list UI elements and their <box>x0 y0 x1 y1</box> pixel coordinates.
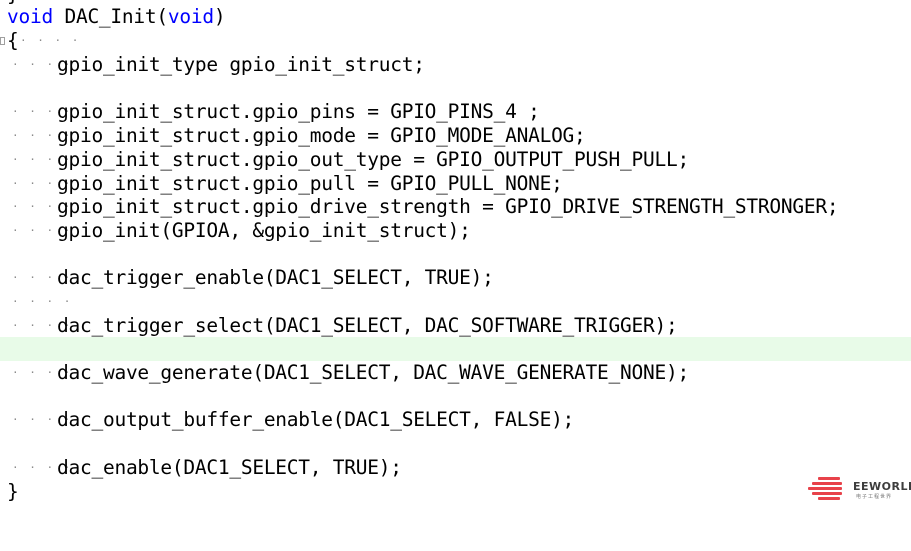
current-line-highlight[interactable] <box>0 337 911 361</box>
whitespace-dots: · · · · <box>12 105 73 118</box>
previous-line-fragment: } <box>7 0 19 6</box>
code-text: dac_trigger_enable(DAC1_SELECT, TRUE); <box>57 266 494 289</box>
code-text: gpio_init_struct.gpio_drive_strength = G… <box>57 195 839 218</box>
code-line[interactable]: · · · · dac_trigger_enable(DAC1_SELECT, … <box>0 266 911 290</box>
code-line[interactable]: · · · · gpio_init_struct.gpio_pins = GPI… <box>0 100 911 124</box>
code-text: dac_trigger_select(DAC1_SELECT, DAC_SOFT… <box>57 314 678 337</box>
code-line[interactable]: · · · · <box>0 290 911 314</box>
whitespace-dots: · · · · <box>12 58 73 71</box>
fold-toggle-icon[interactable] <box>0 37 5 45</box>
code-line[interactable]: · · · · dac_enable(DAC1_SELECT, TRUE); <box>0 456 911 480</box>
code-text: gpio_init_struct.gpio_pull = GPIO_PULL_N… <box>57 172 563 195</box>
code-fragment: ) <box>213 5 226 28</box>
code-line[interactable]: · · · · dac_wave_generate(DAC1_SELECT, D… <box>0 361 911 385</box>
watermark-subtitle: 电子工程世界 <box>856 494 893 500</box>
whitespace-dots: · · · · <box>12 224 73 237</box>
code-line[interactable]: · · · · gpio_init_struct.gpio_pull = GPI… <box>0 172 911 196</box>
whitespace-dots: · · · · <box>12 319 73 332</box>
code-line[interactable] <box>0 432 911 456</box>
watermark-name: EEWORLD <box>853 480 911 493</box>
code-line[interactable]: · · · · dac_trigger_select(DAC1_SELECT, … <box>0 314 911 338</box>
whitespace-dots: · · · · <box>12 200 73 213</box>
code-text: dac_wave_generate(DAC1_SELECT, DAC_WAVE_… <box>57 361 689 384</box>
keyword: void <box>7 5 53 28</box>
code-line[interactable]: void DAC_Init(void) <box>0 5 911 29</box>
whitespace-dots: · · · · <box>12 129 73 142</box>
code-line[interactable]: } <box>0 480 911 504</box>
code-text: dac_output_buffer_enable(DAC1_SELECT, FA… <box>57 408 575 431</box>
keyword: void <box>167 5 214 28</box>
eeworld-logo-icon <box>808 477 848 500</box>
whitespace-dots: · · · · <box>12 153 73 166</box>
code-line[interactable]: · · · · gpio_init_struct.gpio_drive_stre… <box>0 195 911 219</box>
code-line[interactable]: · · · · gpio_init_struct.gpio_mode = GPI… <box>0 124 911 148</box>
code-text: void DAC_Init(void) <box>7 5 226 29</box>
code-line[interactable]: · · · · gpio_init(GPIOA, &gpio_init_stru… <box>0 219 911 243</box>
code-text: gpio_init_struct.gpio_pins = GPIO_PINS_4… <box>57 100 540 123</box>
whitespace-dots: · · · · <box>12 271 73 284</box>
whitespace-dots: · · · · <box>12 461 73 474</box>
code-line[interactable]: · · · · gpio_init_struct.gpio_out_type =… <box>0 148 911 172</box>
code-line[interactable] <box>0 385 911 409</box>
code-line[interactable] <box>0 77 911 101</box>
whitespace-dots: · · · · <box>12 366 73 379</box>
eeworld-watermark: EEWORLD 电子工程世界 <box>808 473 911 503</box>
code-text: { <box>7 29 19 52</box>
code-editor[interactable]: } void DAC_Init(void) { · · · · · · · · … <box>0 0 911 506</box>
code-text: gpio_init_type gpio_init_struct; <box>57 53 425 76</box>
whitespace-dots: · · · · <box>12 295 73 308</box>
code-line[interactable]: · · · · gpio_init_type gpio_init_struct; <box>0 53 911 77</box>
code-line[interactable]: · · · · dac_output_buffer_enable(DAC1_SE… <box>0 408 911 432</box>
code-line[interactable]: { · · · · <box>0 29 911 53</box>
code-line[interactable] <box>0 243 911 267</box>
code-text: gpio_init_struct.gpio_mode = GPIO_MODE_A… <box>57 124 586 147</box>
code-text: } <box>7 480 19 503</box>
code-fragment: DAC_Init( <box>52 5 168 28</box>
code-text: gpio_init(GPIOA, &gpio_init_struct); <box>57 219 471 242</box>
code-text: dac_enable(DAC1_SELECT, TRUE); <box>57 456 402 479</box>
whitespace-dots: · · · · <box>12 177 73 190</box>
whitespace-dots: · · · · <box>20 34 81 47</box>
whitespace-dots: · · · · <box>12 413 73 426</box>
code-text: gpio_init_struct.gpio_out_type = GPIO_OU… <box>57 148 689 171</box>
